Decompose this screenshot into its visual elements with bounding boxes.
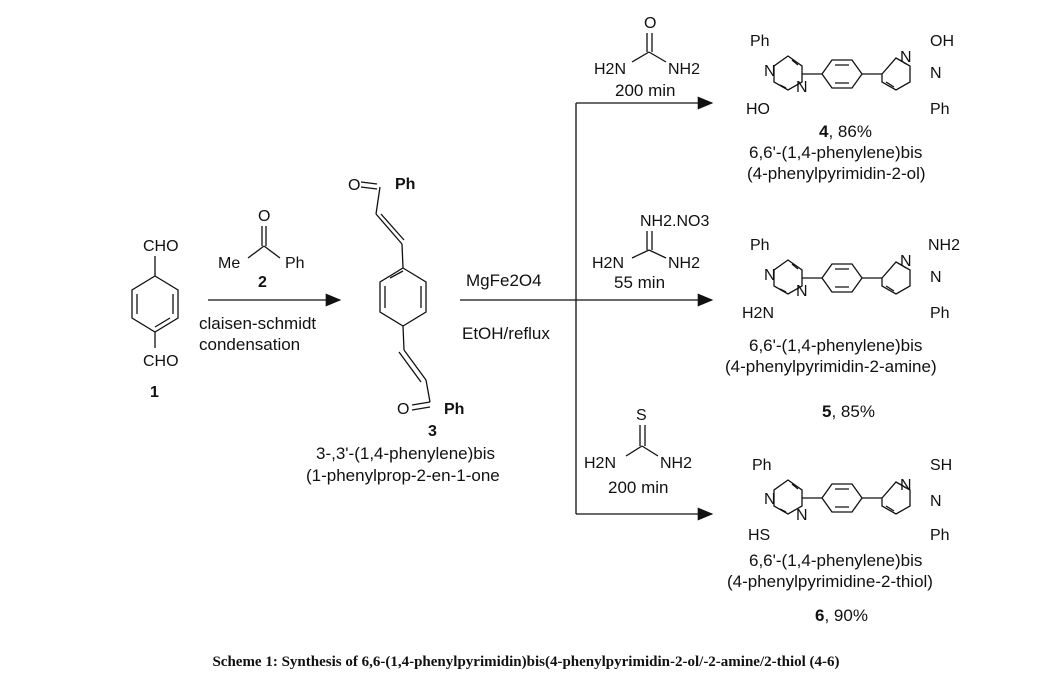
step1-label-line1: claisen-schmidt: [199, 314, 316, 333]
product-5-structure: Ph NH2 N N N N H2N Ph: [742, 237, 960, 322]
product-6-ph-top: Ph: [752, 457, 772, 474]
product-6-n-right: N: [900, 477, 912, 494]
product-5-yield: , 85%: [831, 402, 874, 421]
product-4-ho: HO: [746, 101, 770, 118]
conditions-catalyst: MgFe2O4: [466, 271, 542, 290]
product-5-nh2: NH2: [928, 237, 960, 254]
urea-time: 200 min: [615, 81, 675, 100]
product-6-n-right2: N: [930, 493, 942, 510]
thiourea-left-amine: H2N: [584, 455, 616, 472]
product-5-h2n: H2N: [742, 305, 774, 322]
product-4-oh: OH: [930, 33, 954, 50]
product-5-number: 5: [822, 402, 831, 421]
product-4-ph-bottom: Ph: [930, 101, 950, 118]
reagent-2: O Me Ph 2: [218, 208, 305, 291]
compound-1-cho-top: CHO: [143, 238, 179, 255]
reagent-2-oxygen: O: [258, 208, 270, 225]
thiourea-sulfur: S: [636, 407, 647, 424]
product-6-yield: , 90%: [824, 606, 867, 625]
reagent-2-number: 2: [258, 274, 267, 291]
guanidine-right-amine: NH2: [668, 255, 700, 272]
product-6-sh: SH: [930, 457, 952, 474]
product-6-name-line1: 6,6'-(1,4-phenylene)bis: [749, 551, 922, 570]
compound-1-number: 1: [150, 384, 159, 401]
scheme-caption: Scheme 1: Synthesis of 6,6-(1,4-phenylpy…: [212, 654, 840, 670]
product-6-n-left2: N: [796, 507, 808, 524]
compound-3-bottom-ph: Ph: [444, 401, 464, 418]
product-4-n-left: N: [764, 63, 776, 80]
reaction-scheme: CHO CHO 1 O Me Ph 2 claisen-schmidt cond…: [131, 15, 960, 625]
product-5-n-right2: N: [930, 269, 942, 286]
product-5-n-right: N: [900, 253, 912, 270]
guanidine-reagent: NH2.NO3 H2N NH2 55 min: [592, 213, 709, 292]
guanidine-left-amine: H2N: [592, 255, 624, 272]
compound-3-name-line2: (1-phenylprop-2-en-1-one: [306, 466, 500, 485]
compound-1-cho-bottom: CHO: [143, 353, 179, 370]
product-4-n-left2: N: [796, 79, 808, 96]
product-5-n-left: N: [764, 267, 776, 284]
product-6-label: 6, 90%: [815, 606, 868, 625]
product-4-name-line1: 6,6'-(1,4-phenylene)bis: [749, 143, 922, 162]
urea-left-amine: H2N: [594, 61, 626, 78]
product-5-name-line1: 6,6'-(1,4-phenylene)bis: [749, 336, 922, 355]
product-6-ph-bottom: Ph: [930, 527, 950, 544]
urea-right-amine: NH2: [668, 61, 700, 78]
compound-3-number: 3: [428, 423, 437, 440]
product-4-n-right: N: [900, 49, 912, 66]
step1-label-line2: condensation: [199, 335, 300, 354]
compound-3-top-ph: Ph: [395, 176, 415, 193]
conditions-solvent: EtOH/reflux: [462, 324, 550, 343]
product-6-name-line2: (4-phenylpyrimidine-2-thiol): [727, 572, 933, 591]
product-4-ph-top: Ph: [750, 33, 770, 50]
product-6-number: 6: [815, 606, 824, 625]
product-4-name-line2: (4-phenylpyrimidin-2-ol): [747, 164, 926, 183]
compound-3-bottom-oxygen: O: [397, 401, 409, 418]
product-4-yield: , 86%: [828, 122, 871, 141]
product-6-hs: HS: [748, 527, 770, 544]
thiourea-right-amine: NH2: [660, 455, 692, 472]
urea-reagent: O H2N NH2 200 min: [594, 15, 700, 100]
urea-oxygen: O: [644, 15, 656, 32]
product-4-structure: Ph OH N N N N HO Ph: [746, 33, 954, 118]
product-6-n-left: N: [764, 491, 776, 508]
product-6-structure: Ph SH N N N N HS Ph: [748, 457, 952, 544]
compound-3: O Ph O Ph 3 3-,3'-(1,4-phenylene)bis (1-…: [306, 176, 500, 485]
product-5-ph-top: Ph: [750, 237, 770, 254]
compound-1: CHO CHO 1: [131, 238, 179, 401]
product-5-ph-bottom: Ph: [930, 305, 950, 322]
product-4-label: 4, 86%: [819, 122, 872, 141]
product-4-number: 4: [819, 122, 829, 141]
guanidine-time: 55 min: [614, 273, 665, 292]
reagent-2-me: Me: [218, 255, 240, 272]
product-4-n-right2: N: [930, 65, 942, 82]
thiourea-reagent: S H2N NH2 200 min: [584, 407, 692, 497]
compound-3-name-line1: 3-,3'-(1,4-phenylene)bis: [316, 444, 495, 463]
guanidine-salt: NH2.NO3: [640, 213, 709, 230]
reagent-2-ph: Ph: [285, 255, 305, 272]
thiourea-time: 200 min: [608, 478, 668, 497]
product-5-n-left2: N: [796, 283, 808, 300]
compound-3-top-oxygen: O: [348, 177, 360, 194]
product-5-label: 5, 85%: [822, 402, 875, 421]
product-5-name-line2: (4-phenylpyrimidin-2-amine): [725, 357, 937, 376]
